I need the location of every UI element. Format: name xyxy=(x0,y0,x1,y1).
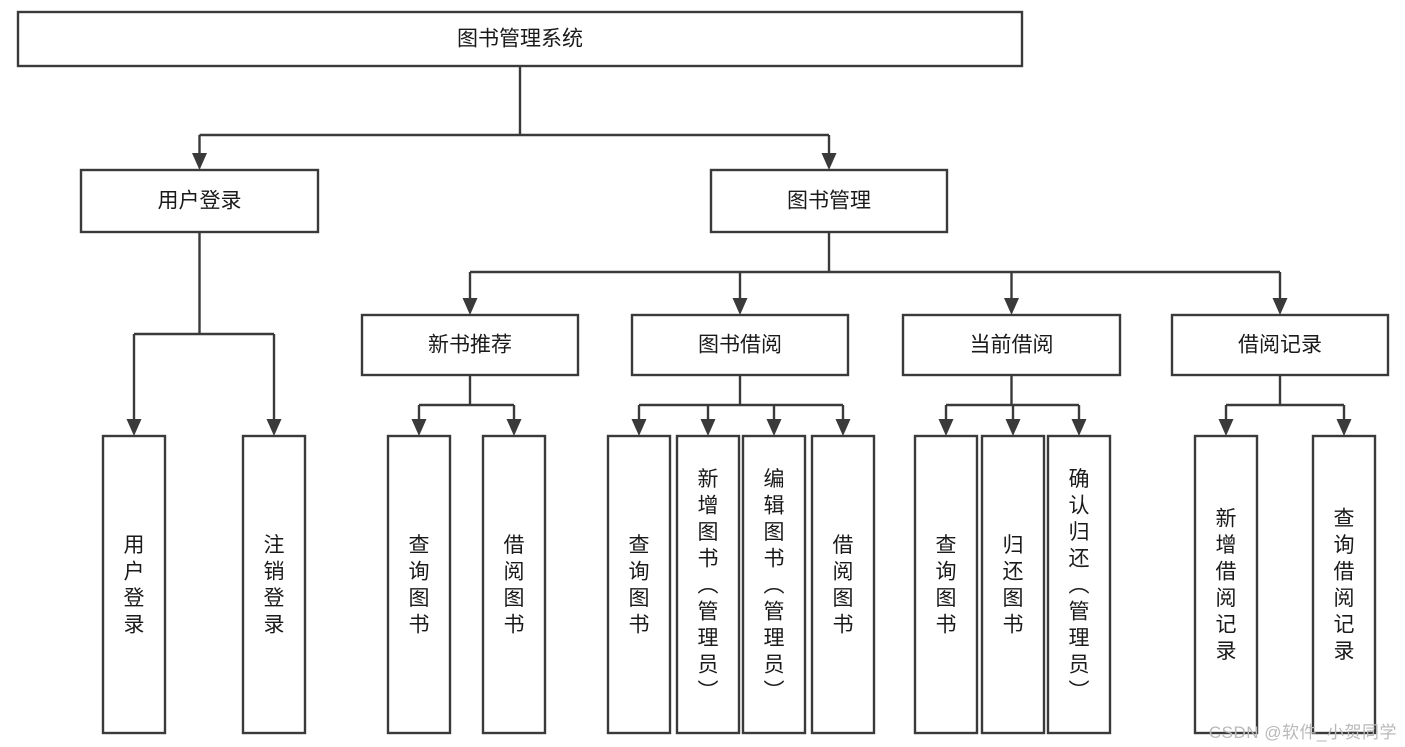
node-box xyxy=(1046,434,1112,735)
node-leaf-add-book[interactable]: 新增图书︵管理员︶ xyxy=(675,434,741,735)
node-leaf-user-login[interactable]: 用户登录 xyxy=(101,434,167,735)
node-leaf-edit-book[interactable]: 编辑图书︵管理员︶ xyxy=(741,434,807,735)
edges-layer xyxy=(126,66,1352,436)
node-label: 图书管理 xyxy=(787,190,871,213)
node-leaf-confirm-return[interactable]: 确认归还︵管理员︶ xyxy=(1046,434,1112,735)
node-box xyxy=(606,434,672,735)
edge-arrowhead-icon xyxy=(462,298,478,315)
node-box xyxy=(386,434,452,735)
node-label: 查询借阅记录 xyxy=(1334,508,1355,664)
node-leaf-add-record[interactable]: 新增借阅记录 xyxy=(1193,434,1259,735)
node-label: 借阅图书 xyxy=(833,534,854,637)
node-book-borrow[interactable]: 图书借阅 xyxy=(630,313,850,377)
edge-arrowhead-icon xyxy=(732,298,748,315)
node-box xyxy=(360,313,580,377)
node-leaf-query-record[interactable]: 查询借阅记录 xyxy=(1311,434,1377,735)
edge-arrowhead-icon xyxy=(700,419,716,436)
nodes-layer: 图书管理系统用户登录图书管理新书推荐图书借阅当前借阅借阅记录用户登录注销登录查询… xyxy=(16,10,1390,735)
node-book-manage[interactable]: 图书管理 xyxy=(709,168,949,234)
node-box xyxy=(1170,313,1390,377)
node-label: 借阅图书 xyxy=(504,534,525,637)
node-box xyxy=(810,434,876,735)
edge-arrowhead-icon xyxy=(266,419,282,436)
edge-arrowhead-icon xyxy=(506,419,522,436)
edge-arrowhead-icon xyxy=(821,153,837,170)
node-box xyxy=(481,434,547,735)
node-leaf-borrow-book-rec[interactable]: 借阅图书 xyxy=(481,434,547,735)
node-box xyxy=(241,434,307,735)
edge-arrowhead-icon xyxy=(1005,419,1021,436)
node-label: 编辑图书︵管理员︶ xyxy=(764,468,785,703)
edge-arrowhead-icon xyxy=(411,419,427,436)
edge-arrowhead-icon xyxy=(192,153,207,170)
node-current-borrow[interactable]: 当前借阅 xyxy=(901,313,1122,377)
node-root[interactable]: 图书管理系统 xyxy=(16,10,1024,68)
node-label: 新增借阅记录 xyxy=(1216,508,1237,664)
edge-arrowhead-icon xyxy=(126,419,142,436)
edge-arrowhead-icon xyxy=(1218,419,1234,436)
node-label: 查询图书 xyxy=(936,534,957,637)
node-leaf-return-book[interactable]: 归还图书 xyxy=(980,434,1046,735)
node-label: 借阅记录 xyxy=(1238,334,1322,357)
node-label: 图书借阅 xyxy=(698,334,782,357)
node-box xyxy=(741,434,807,735)
edge-arrowhead-icon xyxy=(631,419,647,436)
node-box xyxy=(101,434,167,735)
node-leaf-logout[interactable]: 注销登录 xyxy=(241,434,307,735)
node-label: 注销登录 xyxy=(264,534,285,637)
node-box xyxy=(16,10,1024,68)
node-box xyxy=(675,434,741,735)
node-new-book-rec[interactable]: 新书推荐 xyxy=(360,313,580,377)
edge-arrowhead-icon xyxy=(1272,298,1288,315)
edge-arrowhead-icon xyxy=(1336,419,1352,436)
node-box xyxy=(79,168,320,234)
node-box xyxy=(709,168,949,234)
watermark-text: CSDN @软件_小贺同学 xyxy=(1208,723,1397,742)
node-box xyxy=(630,313,850,377)
node-box xyxy=(980,434,1046,735)
node-label: 新增图书︵管理员︶ xyxy=(698,468,719,703)
node-label: 确认归还︵管理员︶ xyxy=(1069,468,1090,703)
node-leaf-query-book-c[interactable]: 查询图书 xyxy=(913,434,979,735)
edge-arrowhead-icon xyxy=(766,419,782,436)
node-label: 当前借阅 xyxy=(970,334,1054,357)
node-label: 归还图书 xyxy=(1003,534,1024,637)
node-label: 图书管理系统 xyxy=(457,28,583,51)
node-label: 查询图书 xyxy=(409,534,430,637)
node-box xyxy=(1311,434,1377,735)
node-box xyxy=(901,313,1122,377)
node-label: 查询图书 xyxy=(629,534,650,637)
edge-arrowhead-icon xyxy=(835,419,851,436)
node-label: 用户登录 xyxy=(158,190,242,213)
node-box xyxy=(913,434,979,735)
node-user-login[interactable]: 用户登录 xyxy=(79,168,320,234)
node-label: 用户登录 xyxy=(124,534,145,637)
node-box xyxy=(1193,434,1259,735)
node-label: 新书推荐 xyxy=(428,334,512,357)
node-borrow-record[interactable]: 借阅记录 xyxy=(1170,313,1390,377)
edge-arrowhead-icon xyxy=(1004,298,1019,315)
node-leaf-borrow-book-b[interactable]: 借阅图书 xyxy=(810,434,876,735)
node-leaf-query-book-rec[interactable]: 查询图书 xyxy=(386,434,452,735)
edge-arrowhead-icon xyxy=(1071,419,1087,436)
node-leaf-query-book-b[interactable]: 查询图书 xyxy=(606,434,672,735)
edge-arrowhead-icon xyxy=(938,419,954,436)
